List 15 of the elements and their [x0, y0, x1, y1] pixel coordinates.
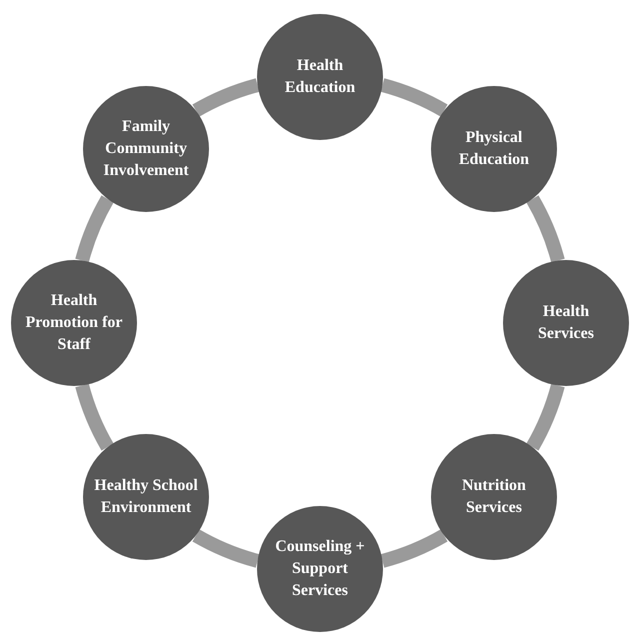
node-label: Health Education — [284, 56, 356, 98]
node-label: Health Promotion for Staff — [24, 291, 124, 355]
ring-connector — [75, 383, 114, 450]
ring-connector — [192, 529, 260, 568]
ring-connector — [380, 529, 448, 568]
ring-connector — [526, 383, 565, 450]
node-label: Health Services — [537, 302, 595, 344]
ring-connector — [380, 78, 448, 117]
ring-connector — [526, 196, 565, 263]
node-label: Healthy School Environment — [94, 476, 198, 518]
node-label: Nutrition Services — [460, 476, 527, 518]
node-label: Counseling + Support Services — [274, 537, 366, 601]
node-label: Physical Education — [458, 128, 530, 170]
ring-connector — [75, 196, 114, 263]
node-label: Family Community Involvement — [102, 117, 190, 182]
